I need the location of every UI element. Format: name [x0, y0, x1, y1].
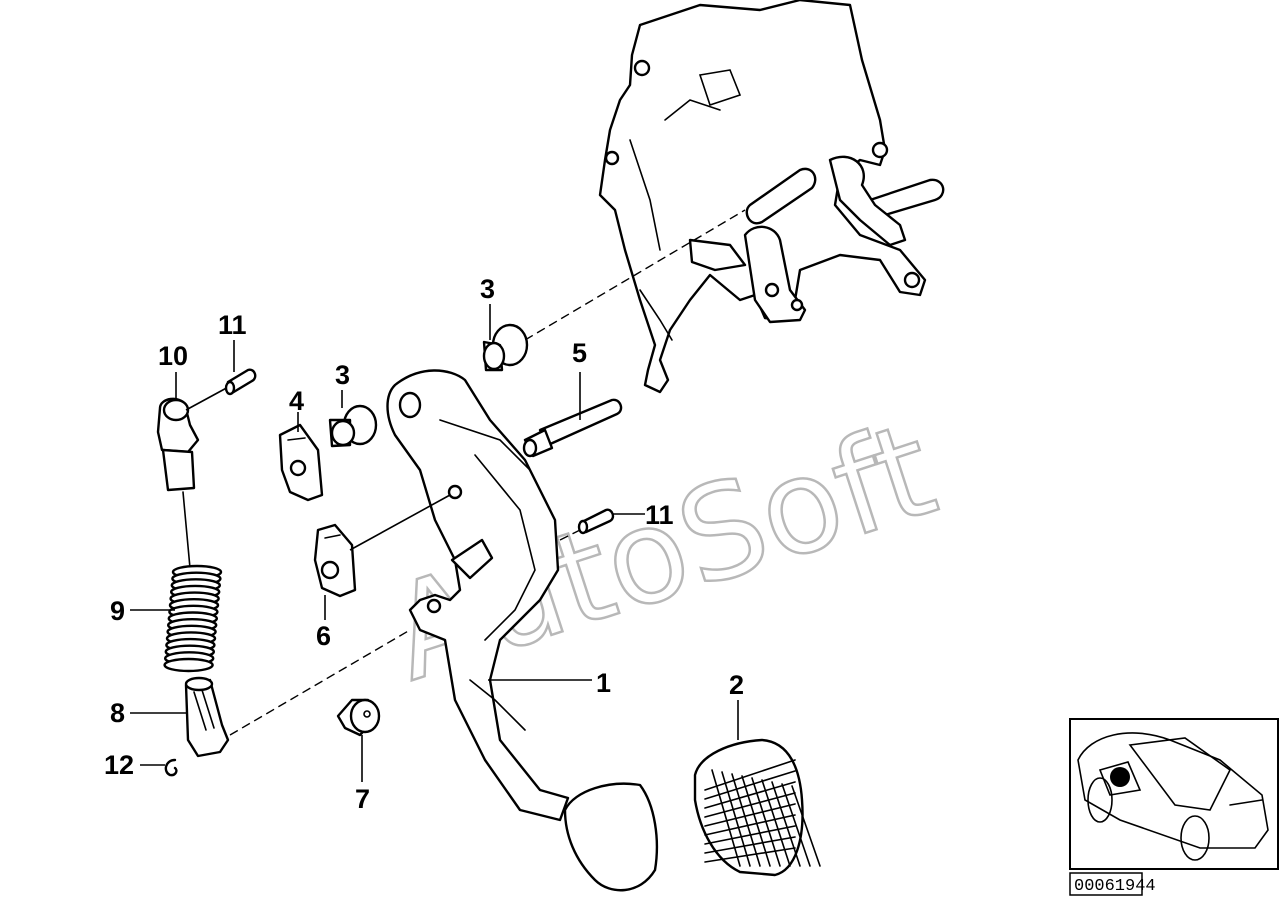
pad-grid-line: [761, 779, 791, 867]
pad-grid-line: [781, 783, 811, 867]
callout-7: 7: [355, 784, 370, 814]
pedal-pad: [693, 738, 821, 877]
bushing-upper: [482, 323, 529, 372]
callout-11-right: 11: [645, 500, 674, 530]
spring-coil: [163, 657, 214, 673]
pad-grid-line: [791, 785, 821, 867]
bushing-mid: [328, 404, 378, 448]
callout-3-upper: 3: [480, 274, 495, 304]
pad-grid-line: [731, 773, 761, 867]
pivot-pin: [522, 398, 623, 458]
callout-8: 8: [110, 698, 125, 728]
brake-pedal-lever: [386, 369, 658, 892]
clip-upper: [278, 423, 324, 502]
callout-12: 12: [104, 750, 134, 780]
callout-11-left: 11: [218, 310, 247, 340]
diagram-number: 00061944: [1074, 877, 1156, 896]
pad-grid-line: [704, 825, 796, 845]
dowel-left: [224, 368, 257, 396]
location-marker: [1110, 767, 1130, 787]
circlip: [164, 758, 178, 777]
callout-2: 2: [729, 670, 744, 700]
callout-6: 6: [316, 621, 331, 651]
pad-grid-line: [704, 770, 796, 800]
pedal-pad-grid: [704, 759, 821, 867]
assembly-line-bushing: [524, 209, 746, 341]
pedal-bracket: [598, 0, 945, 394]
dowel-right: [577, 508, 615, 535]
car-location-inset: [1069, 718, 1279, 870]
assembly-line-spring: [229, 629, 411, 736]
spring-seat-upper: [156, 397, 200, 492]
pad-grid-line: [704, 759, 796, 791]
callout-5: 5: [572, 338, 587, 368]
callout-1: 1: [596, 668, 611, 698]
callout-4: 4: [289, 386, 304, 416]
pad-grid-line: [704, 814, 796, 836]
stop-buffer: [336, 698, 381, 737]
diagram-number-box: 00061944: [1069, 872, 1156, 896]
pad-grid-line: [704, 836, 796, 854]
pad-grid-line: [704, 847, 796, 863]
pad-grid-line: [741, 775, 771, 867]
pad-grid-line: [704, 781, 796, 809]
pad-grid-line: [704, 792, 796, 818]
pad-grid-line: [771, 781, 801, 867]
callout-10: 10: [158, 341, 188, 371]
clip-lower: [313, 523, 357, 598]
callout-3-mid: 3: [335, 360, 350, 390]
spring-seat-lower: [184, 676, 230, 758]
coil-spring: [163, 564, 223, 673]
callout-9: 9: [110, 596, 125, 626]
